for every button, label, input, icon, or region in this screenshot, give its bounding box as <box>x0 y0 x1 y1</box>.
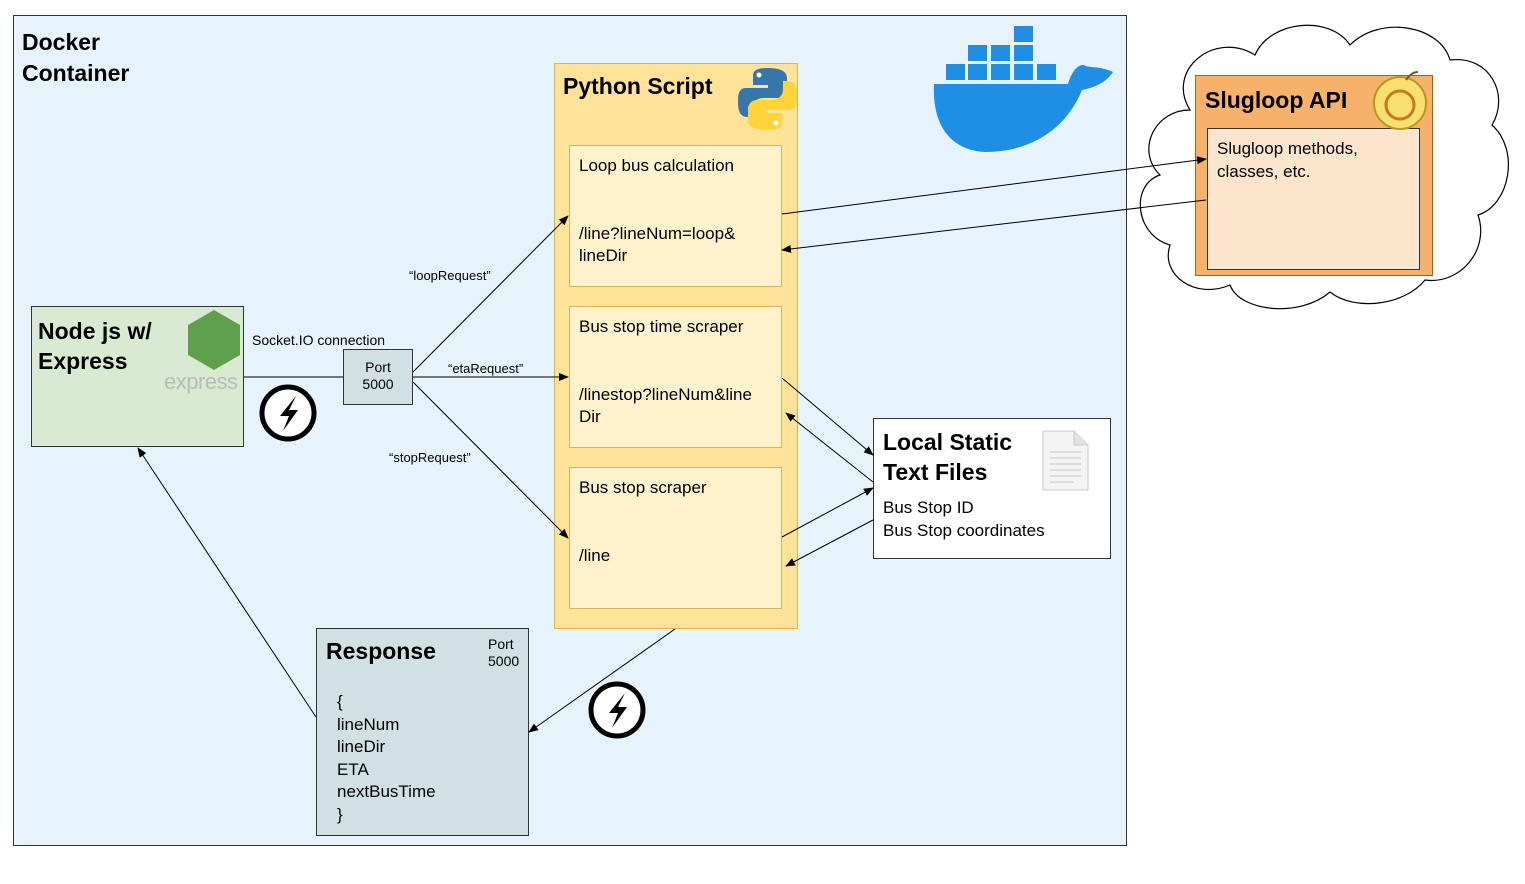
loop-bus-calculation-title: Loop bus calculation <box>579 156 735 175</box>
docker-container-title: Docker Container <box>22 29 130 86</box>
files-to-eta-scraper-arrow <box>785 412 874 483</box>
stop-request-arrow <box>412 381 569 539</box>
response-port-label: Port 5000 <box>488 636 520 669</box>
loop-request-label: “loopRequest” <box>409 268 491 283</box>
response-body: { lineNum lineDir ETA nextBusTime } <box>337 692 436 824</box>
response-box <box>316 628 529 836</box>
socketio-icon <box>259 384 317 442</box>
loop-bus-calculation-route: /line?lineNum=loop& lineDir <box>579 224 736 265</box>
loop-to-slugloop-arrow <box>781 156 1207 215</box>
bus-stop-scraper-title: Bus stop scraper <box>579 478 707 497</box>
eta-scraper-to-files-arrow <box>781 377 874 456</box>
eta-request-label: “etaRequest” <box>448 361 524 376</box>
python-script-title: Python Script <box>563 73 713 99</box>
local-static-files-title: Local Static Text Files <box>883 429 1013 485</box>
bus-stop-time-scraper-route: /linestop?lineNum&line Dir <box>579 385 752 426</box>
slugloop-methods-text: Slugloop methods, classes, etc. <box>1217 139 1358 181</box>
bus-stop-scraper-module <box>569 467 782 609</box>
bus-stop-time-scraper-module <box>569 306 782 448</box>
socketio-icon <box>588 681 646 739</box>
stop-request-label: “stopRequest” <box>389 450 471 465</box>
local-static-files-items: Bus Stop ID Bus Stop coordinates <box>883 498 1045 540</box>
slugloop-to-loop-arrow <box>781 199 1207 253</box>
socket-connection-label: Socket.IO connection <box>252 332 386 348</box>
slugloop-api-title: Slugloop API <box>1205 87 1348 113</box>
response-to-node-arrow <box>137 447 317 718</box>
loop-bus-calculation-module <box>569 145 782 287</box>
bus-stop-time-scraper-title: Bus stop time scraper <box>579 317 744 336</box>
port-5000-label: Port 5000 <box>362 359 394 392</box>
bus-stop-scraper-route: /line <box>579 546 611 565</box>
node-express-title: Node js w/ Express <box>38 318 152 374</box>
python-to-response-arrow <box>528 628 676 733</box>
port-5000-box <box>343 349 413 405</box>
loop-request-arrow <box>412 215 569 373</box>
stop-scraper-to-files-arrow <box>781 487 874 538</box>
express-logo-text: express <box>164 369 238 394</box>
files-to-stop-scraper-arrow <box>785 519 874 567</box>
response-title: Response <box>326 638 436 664</box>
slugloop-methods-box <box>1207 128 1420 270</box>
